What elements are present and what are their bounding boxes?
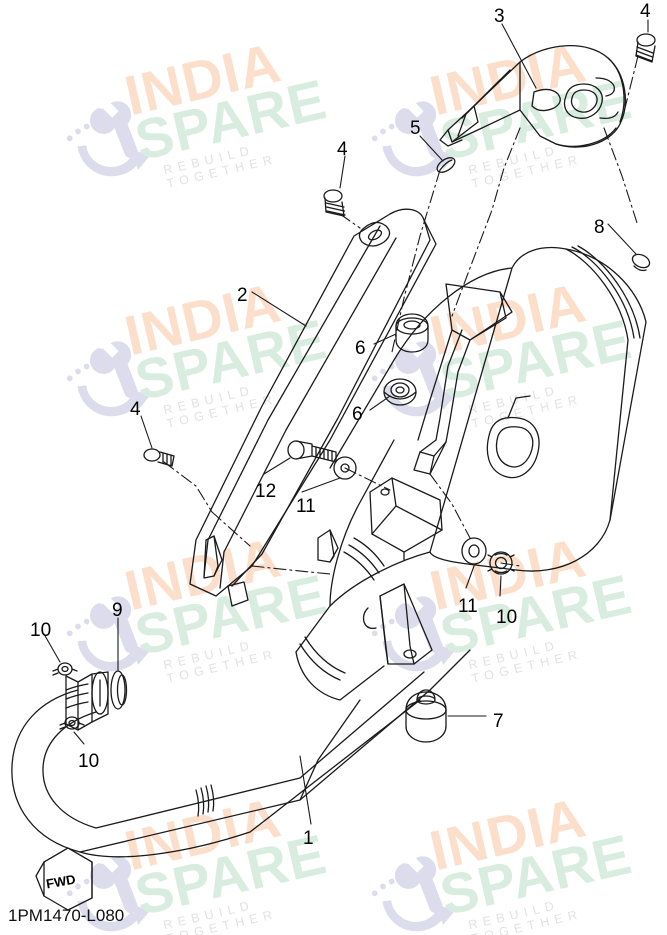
callout-number-muffler-protector-rear: 3 (494, 6, 505, 27)
callout-number-clip: 5 (410, 118, 421, 139)
muffler-bracket-lower (362, 583, 433, 665)
muffler-bracket-upper (369, 477, 443, 561)
bolt-long-part12 (287, 440, 337, 463)
callout-number-bolt-long: 12 (255, 481, 277, 502)
callout-number-rubber-damper: 7 (493, 711, 504, 732)
muffler-protector-part3 (439, 45, 626, 148)
bolt-part8 (631, 253, 651, 272)
callout-number-nut: 10 (496, 607, 518, 628)
washer-part11-mid (333, 456, 357, 480)
callout-number-washer: 11 (296, 496, 316, 517)
callout-number-bolt-flange: 4 (130, 399, 141, 420)
callout-number-exhaust-pipe: 1 (303, 828, 314, 849)
flange-nut-lower-part10 (59, 716, 85, 730)
callout-number-nut: 10 (78, 751, 100, 772)
callout-number-damper-grommet: 6 (352, 404, 363, 425)
bolt-part4-topright (635, 33, 656, 63)
hanger-stay (413, 283, 513, 475)
callout-number-exhaust-gasket: 9 (112, 600, 123, 621)
damper-grommet-part6-lower (383, 378, 417, 406)
bolt-part4-mid (323, 189, 346, 217)
nut-part10-right (487, 551, 515, 575)
rubber-damper-part7 (405, 689, 447, 743)
clip-part5 (436, 157, 456, 173)
flange-nut-upper-part10 (52, 662, 78, 676)
exhaust-gasket-part9 (110, 670, 128, 710)
callout-number-bolt-end: 8 (594, 217, 605, 238)
callout-number-nut: 10 (30, 620, 52, 641)
muffler-body (295, 245, 647, 701)
leader-lines (43, 19, 649, 825)
callout-number-muffler-protector-long: 2 (237, 285, 248, 306)
callout-number-bolt-flange: 4 (640, 1, 651, 22)
muffler-protector-part2 (189, 208, 437, 607)
muffler-tab-left (317, 529, 339, 563)
callout-number-washer: 11 (458, 596, 478, 617)
bolt-part4-lowerleft (143, 448, 175, 467)
part-number-label: 1PM1470-L080 (8, 906, 125, 925)
washer-part11-right (461, 537, 487, 565)
pipe-flange (65, 671, 109, 731)
callout-number-damper-grommet: 6 (355, 338, 366, 359)
callout-number-bolt-flange: 4 (337, 139, 348, 160)
